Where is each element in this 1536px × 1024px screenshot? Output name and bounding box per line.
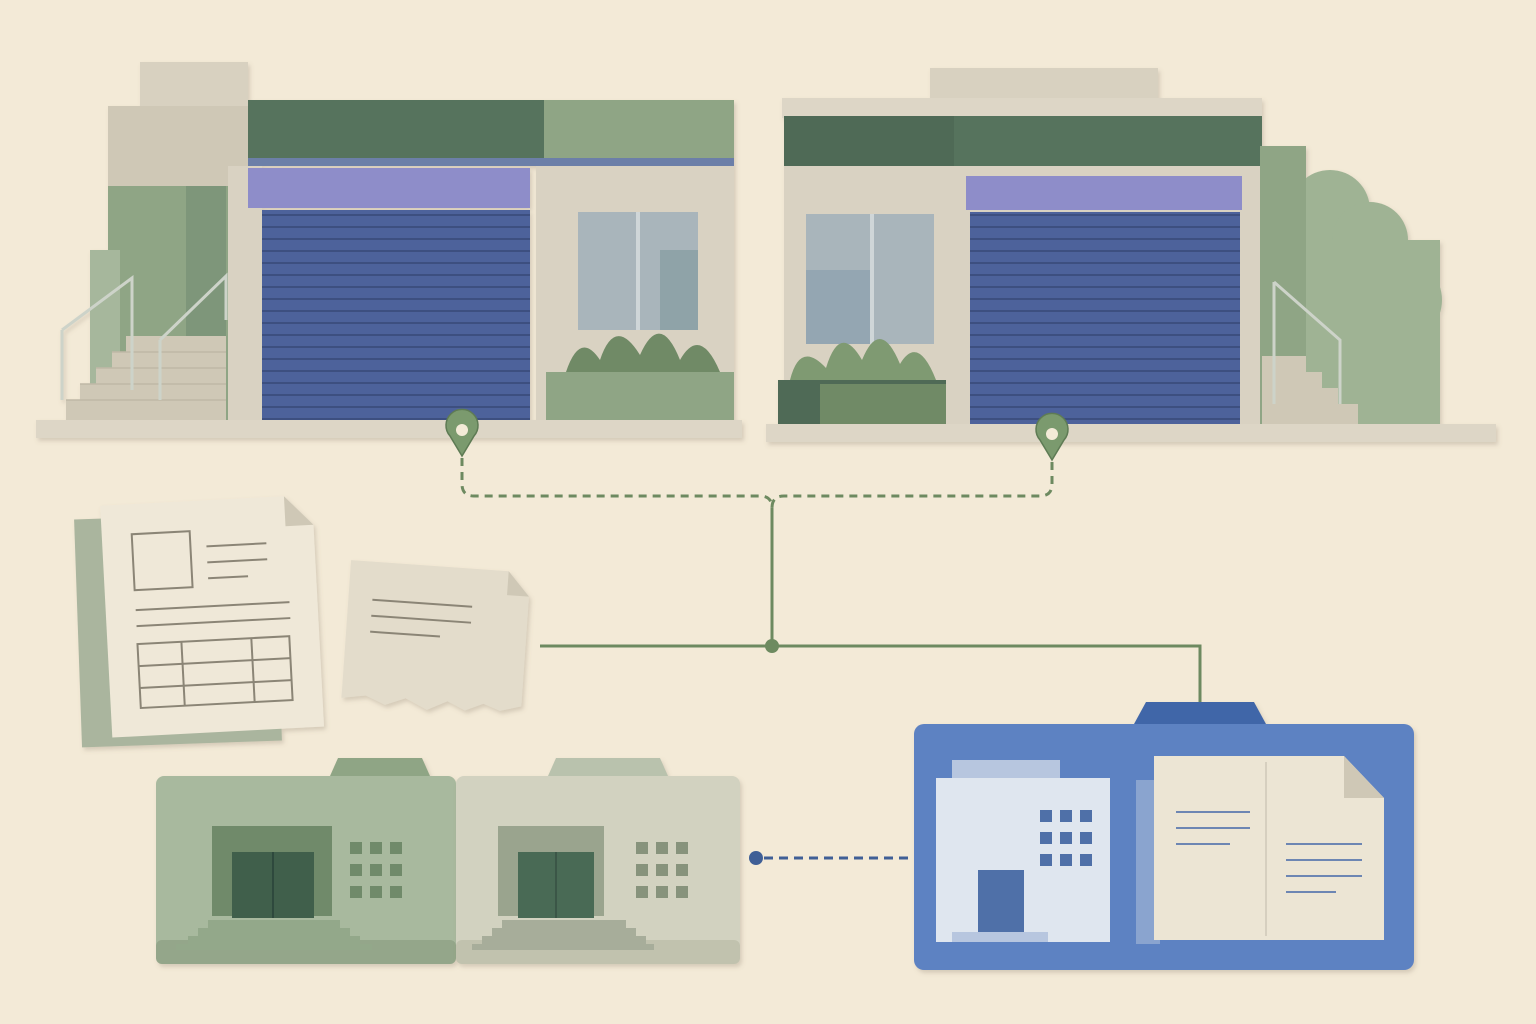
map-pin-icon [1035, 412, 1069, 462]
connector-node [749, 851, 763, 865]
storefront-left [36, 62, 742, 438]
document-icon [341, 560, 529, 711]
folder-icon [156, 758, 456, 964]
map-pin-icon [445, 408, 479, 458]
connector-node [765, 639, 779, 653]
storefront-right [766, 68, 1496, 442]
folder-icon [456, 758, 740, 964]
connector-lines [460, 458, 1202, 860]
document-icon [74, 496, 325, 748]
folder-icon [914, 702, 1414, 970]
